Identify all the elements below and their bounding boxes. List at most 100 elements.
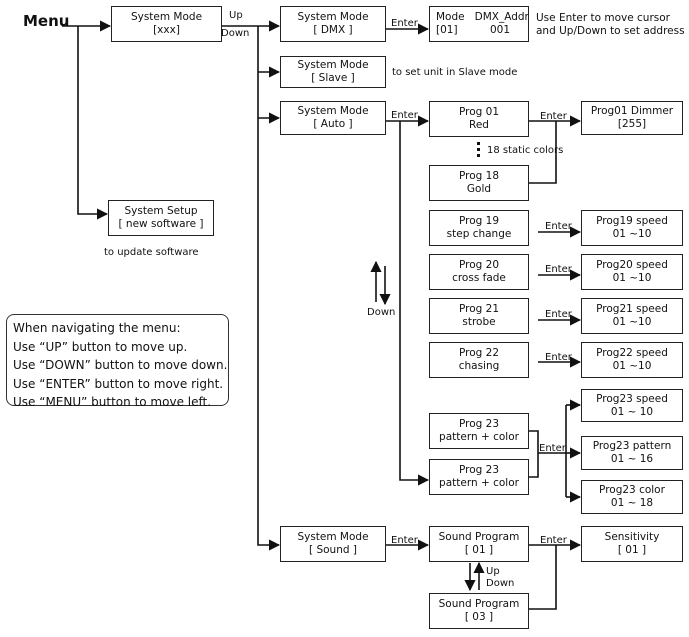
prog-23a-title: Prog 23	[458, 418, 500, 430]
prog-23b-title: Prog 23	[458, 464, 500, 476]
slave-note: to set unit in Slave mode	[392, 67, 518, 78]
auto-enter-label: Enter	[391, 110, 418, 121]
sound-enter-label: Enter	[391, 535, 418, 546]
prog-21-enter-label: Enter	[545, 309, 572, 320]
prog23-speed-title: Prog23 speed	[596, 392, 668, 405]
prog-23-box-b[interactable]: Prog 23 pattern + color	[429, 459, 529, 495]
prog-19-box[interactable]: Prog 19 step change	[429, 210, 529, 246]
prog-19-value: step change	[446, 228, 512, 240]
prog-21-title: Prog 21	[458, 303, 500, 315]
sound-down-label: Down	[486, 578, 515, 589]
instruction-line: Use “DOWN” button to move down.	[13, 358, 228, 373]
instruction-line: Use “MENU” button to move left.	[13, 395, 212, 410]
prog23-color-box[interactable]: Prog23 color 01 ~ 18	[581, 480, 683, 514]
prog19-speed-box[interactable]: Prog19 speed 01 ~10	[581, 210, 683, 246]
auto-mode-value: [ Auto ]	[313, 118, 353, 130]
prog19-speed-title: Prog19 speed	[596, 215, 668, 227]
dmx-mode-title: System Mode	[297, 11, 369, 23]
prog-18-title: Prog 18	[458, 170, 500, 182]
down-label: Down	[221, 28, 250, 39]
system-mode-auto-box[interactable]: System Mode [ Auto ]	[280, 101, 386, 135]
sound-mode-title: System Mode	[297, 531, 369, 543]
prog-21-box[interactable]: Prog 21 strobe	[429, 298, 529, 334]
prog-01-title: Prog 01	[458, 106, 500, 118]
prog23-pattern-box[interactable]: Prog23 pattern 01 ~ 16	[581, 436, 683, 470]
prog23-speed-value: 01 ~ 10	[610, 405, 654, 418]
prog23-pattern-title: Prog23 pattern	[592, 440, 672, 452]
sound-mode-value: [ Sound ]	[309, 544, 357, 556]
dmx-mode-value: [ DMX ]	[313, 24, 353, 36]
prog01-dimmer-box[interactable]: Prog01 Dimmer [255]	[581, 101, 683, 135]
dmx-mode-header: Mode	[436, 11, 465, 23]
sensitivity-box[interactable]: Sensitivity [ 01 ]	[581, 526, 683, 562]
system-setup-value: [ new software ]	[118, 218, 204, 230]
prog-18-value: Gold	[466, 183, 492, 195]
slave-mode-value: [ Slave ]	[311, 72, 355, 84]
system-mode-xxx-value: [xxx]	[153, 24, 180, 36]
prog-23a-value: pattern + color	[439, 431, 519, 443]
prog21-speed-box[interactable]: Prog21 speed 01 ~10	[581, 298, 683, 334]
sound-program-enter-label: Enter	[540, 535, 567, 546]
prog22-speed-title: Prog22 speed	[596, 347, 668, 359]
auto-down-label: Down	[367, 307, 396, 318]
prog-22-enter-label: Enter	[545, 352, 572, 363]
system-setup-box[interactable]: System Setup [ new software ]	[108, 200, 214, 236]
ellipsis-dots-icon	[477, 142, 480, 160]
prog-23b-value: pattern + color	[439, 477, 519, 489]
prog01-dimmer-title: Prog01 Dimmer	[590, 105, 674, 117]
prog-01-enter-label: Enter	[540, 111, 567, 122]
system-setup-title: System Setup	[124, 205, 198, 217]
dmx-address-box[interactable]: Mode DMX_Addr [01] 001	[429, 6, 529, 42]
instruction-line: Use “ENTER” button to move right.	[13, 376, 224, 391]
prog19-speed-value: 01 ~10	[612, 228, 652, 240]
prog23-color-title: Prog23 color	[599, 484, 665, 496]
static-colors-note: 18 static colors	[487, 145, 564, 156]
prog22-speed-box[interactable]: Prog22 speed 01 ~10	[581, 342, 683, 378]
dmx-enter-label: Enter	[391, 18, 418, 29]
instruction-line: When navigating the menu:	[13, 321, 181, 335]
prog-21-value: strobe	[462, 316, 496, 328]
prog-19-title: Prog 19	[458, 215, 500, 227]
slave-mode-title: System Mode	[297, 59, 369, 71]
prog-22-value: chasing	[458, 360, 500, 372]
prog20-speed-title: Prog20 speed	[596, 259, 668, 271]
prog23-speed-box[interactable]: Prog23 speed 01 ~ 10	[581, 389, 683, 422]
sound-up-label: Up	[486, 566, 500, 577]
sound-program-01-value: [ 01 ]	[464, 544, 494, 556]
dmx-addr-value-field: 001	[489, 24, 510, 36]
system-setup-note: to update software	[104, 247, 199, 258]
prog-23-enter-label: Enter	[539, 443, 566, 454]
sound-program-01-box[interactable]: Sound Program [ 01 ]	[429, 526, 529, 562]
prog-22-title: Prog 22	[458, 347, 500, 359]
prog-23-box-a[interactable]: Prog 23 pattern + color	[429, 413, 529, 449]
dmx-note: Use Enter to move cursor and Up/Down to …	[536, 12, 685, 38]
system-mode-dmx-box[interactable]: System Mode [ DMX ]	[280, 6, 386, 42]
menu-label[interactable]: Menu	[23, 12, 70, 30]
instruction-line: Use “UP” button to move up.	[13, 339, 188, 354]
prog-20-box[interactable]: Prog 20 cross fade	[429, 254, 529, 290]
up-label: Up	[229, 10, 243, 21]
prog-01-value: Red	[469, 119, 489, 131]
prog20-speed-value: 01 ~10	[612, 272, 652, 284]
prog-20-title: Prog 20	[458, 259, 500, 271]
prog-18-box[interactable]: Prog 18 Gold	[429, 165, 529, 201]
system-mode-sound-box[interactable]: System Mode [ Sound ]	[280, 526, 386, 562]
dmx-addr-header: DMX_Addr	[474, 11, 529, 23]
prog23-pattern-value: 01 ~ 16	[610, 453, 654, 465]
prog01-dimmer-value: [255]	[617, 118, 647, 130]
sensitivity-value: [ 01 ]	[617, 544, 647, 556]
prog22-speed-value: 01 ~10	[612, 360, 652, 372]
dmx-note-line-1: Use Enter to move cursor	[536, 12, 670, 24]
system-mode-slave-box[interactable]: System Mode [ Slave ]	[280, 56, 386, 88]
system-mode-xxx-box[interactable]: System Mode [xxx]	[111, 6, 222, 42]
sound-program-03-box[interactable]: Sound Program [ 03 ]	[429, 593, 529, 629]
system-mode-xxx-title: System Mode	[130, 11, 203, 23]
prog-20-enter-label: Enter	[545, 264, 572, 275]
prog21-speed-value: 01 ~10	[612, 316, 652, 328]
prog-01-box[interactable]: Prog 01 Red	[429, 101, 529, 137]
sound-program-03-value: [ 03 ]	[464, 611, 494, 623]
prog20-speed-box[interactable]: Prog20 speed 01 ~10	[581, 254, 683, 290]
prog-22-box[interactable]: Prog 22 chasing	[429, 342, 529, 378]
prog-20-value: cross fade	[452, 272, 506, 284]
